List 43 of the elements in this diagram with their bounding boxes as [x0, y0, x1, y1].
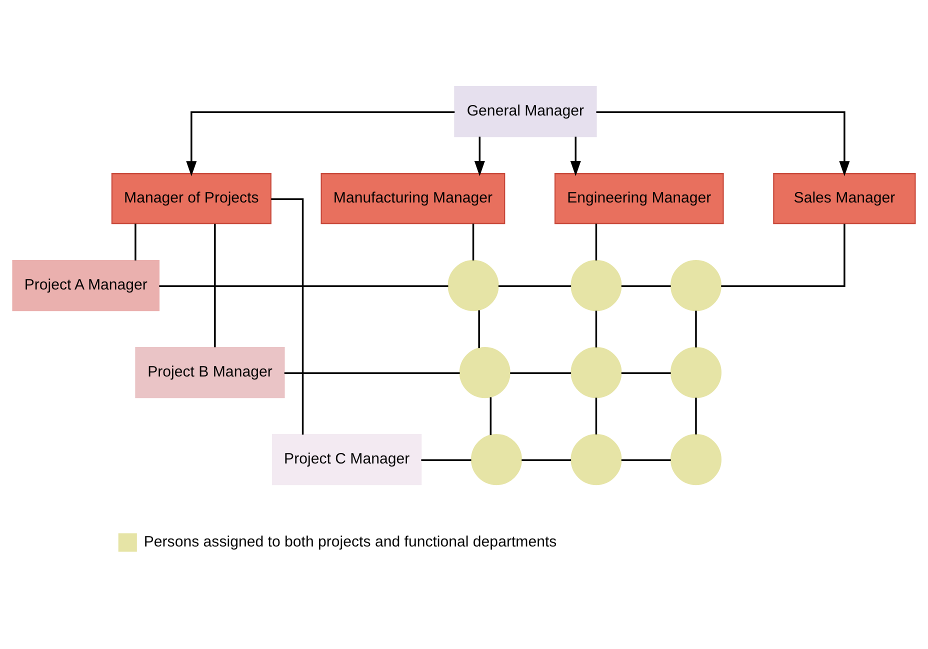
node-box: Project B Manager [135, 346, 285, 398]
connector [284, 372, 460, 374]
arrow [596, 110, 850, 176]
connector [498, 284, 572, 287]
connector [510, 372, 572, 374]
connector [490, 396, 492, 435]
connector [695, 310, 697, 347]
connector [159, 284, 448, 287]
node-circle [670, 346, 722, 398]
node-circle [570, 434, 622, 485]
node-box: Engineering Manager [554, 172, 724, 224]
connector [472, 223, 474, 260]
connector [595, 310, 598, 347]
node-circle [670, 434, 722, 485]
arrow [474, 136, 485, 176]
connector [621, 458, 671, 460]
node-box: Project C Manager [272, 434, 422, 485]
node-box: Manufacturing Manager [320, 172, 506, 224]
connector [595, 397, 598, 434]
node-circle [470, 434, 522, 485]
node-box: General Manager [454, 86, 597, 137]
connector [134, 223, 136, 260]
arrow [186, 110, 455, 176]
connector [271, 198, 304, 434]
node-box: Manager of Projects [111, 172, 272, 224]
arrow [570, 136, 581, 176]
node-box: Sales Manager [773, 172, 916, 224]
node-circle [570, 346, 622, 398]
connector [621, 372, 671, 374]
connector [478, 310, 480, 348]
connector [595, 223, 598, 260]
node-circle [459, 346, 510, 398]
connector [522, 458, 572, 460]
node-box: Project A Manager [12, 260, 160, 311]
connector [214, 223, 216, 347]
node-circle [570, 260, 622, 311]
node-circle [448, 260, 499, 311]
connector [621, 284, 671, 287]
connector [695, 397, 697, 434]
connector [421, 458, 472, 460]
legend-label: Persons assigned to both projects and functional departments [144, 532, 557, 550]
node-circle [670, 260, 722, 311]
connector [721, 223, 846, 287]
